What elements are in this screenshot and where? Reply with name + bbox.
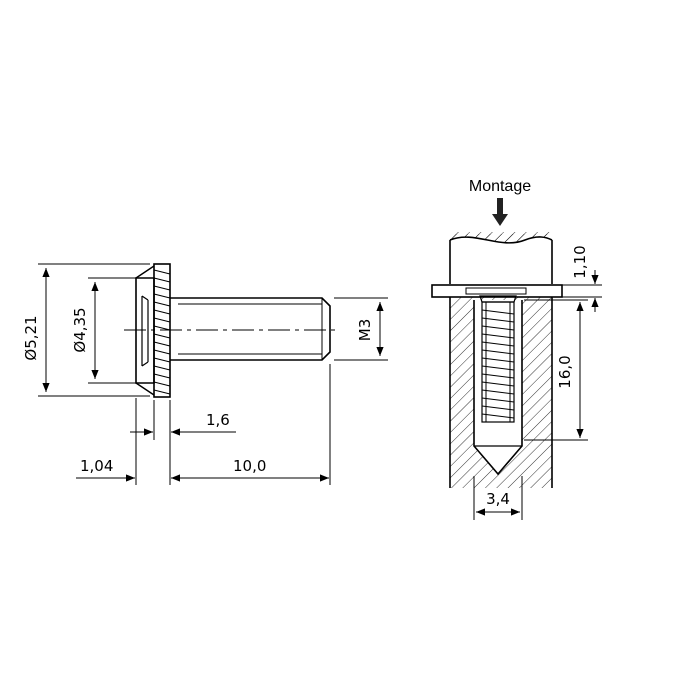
- dim-sheet-thickness: 1,10: [571, 245, 589, 278]
- assembly-arrow-icon: [492, 198, 508, 226]
- montage-view: Montage: [431, 178, 602, 520]
- dim-thread: M3: [356, 319, 374, 342]
- montage-label: Montage: [469, 178, 531, 195]
- dim-length: 10,0: [233, 457, 266, 475]
- dim-head-height: 1,04: [80, 457, 113, 475]
- thread-lines: [178, 298, 323, 360]
- screw-shank: [170, 297, 331, 361]
- dim-head-diameter: Ø5,21: [22, 315, 40, 360]
- dim-inner-diameter: Ø4,35: [71, 307, 89, 352]
- sheet-plate: [431, 284, 563, 298]
- screw-view: Ø5,21 Ø4,35 M3 1,6 1,04 10,0: [22, 263, 388, 485]
- dim-hole-diameter: 3,4: [486, 490, 510, 508]
- dim-knurl-width: 1,6: [206, 411, 230, 429]
- press-tool: [449, 232, 553, 284]
- countersink-edge: [135, 265, 155, 396]
- installed-screw: [479, 295, 517, 423]
- head-recess: [141, 295, 149, 367]
- dim-depth: 16,0: [556, 355, 574, 388]
- knurl-teeth: [153, 269, 171, 395]
